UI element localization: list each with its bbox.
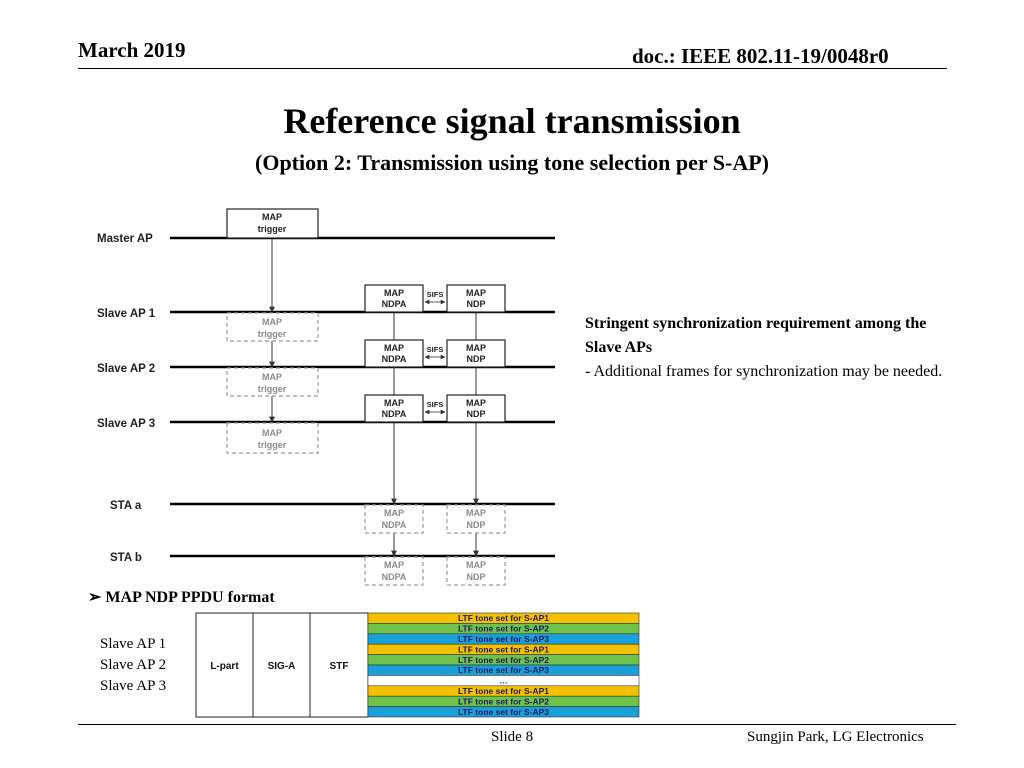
svg-text:MAP: MAP [384,398,404,408]
ppdu-format-title: MAP NDP PPDU format [105,589,275,606]
map-trigger-received-2: MAP trigger [226,367,319,397]
svg-text:MAP: MAP [384,288,404,298]
sync-note-heading: Stringent synchronization requirement am… [585,315,927,356]
ltf-row-label: … [499,676,508,686]
svg-text:MAP: MAP [466,343,486,353]
svg-text:NDPA: NDPA [382,572,407,582]
ltf-row-label: LTF tone set for S-AP2 [458,696,549,706]
svg-text:trigger: trigger [258,329,287,339]
row-label: STA b [110,552,142,564]
arrow-bullet-icon: ➢ [88,589,106,606]
ltf-row-label: LTF tone set for S-AP3 [458,707,549,717]
ppdu-fields-box [195,612,369,718]
header-date: March 2019 [78,38,186,62]
ppdu-slave-list: Slave AP 1 Slave AP 2 Slave AP 3 [100,634,166,697]
map-trigger-frame: MAP trigger [226,208,319,239]
svg-text:trigger: trigger [258,224,287,234]
svg-text:MAP: MAP [384,560,404,570]
header-divider [78,68,947,69]
ppdu-format: L-part SIG-A STF LTF tone set for S-AP1L… [195,612,640,718]
svg-text:MAP: MAP [466,288,486,298]
slave-ap-label: Slave AP 3 [100,678,167,694]
svg-text:MAP: MAP [262,372,282,382]
ltf-row-label: LTF tone set for S-AP1 [458,644,549,654]
map-ndpa-frame-3: MAP NDPA [364,394,424,423]
sync-note: Stringent synchronization requirement am… [585,312,955,384]
ltf-row-label: LTF tone set for S-AP3 [458,665,549,675]
row-label: Master AP [97,233,153,245]
row-sta-a: STA a [110,500,555,512]
row-sta-b: STA b [110,552,555,564]
row-label: Slave AP 3 [97,418,155,430]
svg-text:NDPA: NDPA [382,299,407,309]
slave-ap-label: Slave AP 1 [100,636,167,652]
map-trigger-received-1: MAP trigger [226,312,319,342]
svg-text:NDPA: NDPA [382,520,407,530]
map-ndpa-frame-2: MAP NDPA [364,339,424,368]
svg-text:MAP: MAP [384,508,404,518]
svg-text:NDP: NDP [466,409,485,419]
row-label: Slave AP 1 [97,308,156,320]
field-stf: STF [330,661,349,672]
svg-text:SIFS: SIFS [427,290,444,299]
svg-text:MAP: MAP [466,508,486,518]
header-doc-id: doc.: IEEE 802.11-19/0048r0 [632,44,889,68]
svg-text:NDP: NDP [466,354,485,364]
svg-text:MAP: MAP [262,317,282,327]
field-l-part: L-part [210,661,239,672]
svg-text:trigger: trigger [258,440,287,450]
map-ndp-frame-1: MAP NDP [446,284,506,313]
ltf-row [367,706,640,718]
sifs-gap-3: SIFS [424,400,446,415]
svg-text:MAP: MAP [384,343,404,353]
sifs-gap-1: SIFS [424,290,446,305]
svg-text:MAP: MAP [262,212,282,222]
slide-subtitle: (Option 2: Transmission using tone selec… [255,150,769,175]
footer-author: Sungjin Park, LG Electronics [747,729,924,745]
map-ndp-received-sta-b: MAP NDP [446,556,506,586]
slave-ap-label: Slave AP 2 [100,657,167,673]
svg-text:NDP: NDP [466,572,485,582]
map-ndpa-received-sta-b: MAP NDPA [364,556,424,586]
map-trigger-received-3: MAP trigger [226,422,319,454]
svg-text:trigger: trigger [258,384,287,394]
svg-text:SIFS: SIFS [427,345,444,354]
svg-text:MAP: MAP [466,560,486,570]
ppdu-format-heading: ➢ MAP NDP PPDU format [88,587,275,607]
ltf-row-label: LTF tone set for S-AP3 [458,634,549,644]
ltf-row-label: LTF tone set for S-AP2 [458,624,549,634]
ltf-row-label: LTF tone set for S-AP1 [458,686,549,696]
svg-text:NDPA: NDPA [382,409,407,419]
map-ndp-frame-2: MAP NDP [446,339,506,368]
row-label: STA a [110,500,142,512]
sifs-gap-2: SIFS [424,345,446,360]
ltf-row-label: LTF tone set for S-AP1 [458,613,549,623]
svg-text:MAP: MAP [262,428,282,438]
map-ndp-frame-3: MAP NDP [446,394,506,423]
row-label: Slave AP 2 [97,363,155,375]
svg-text:MAP: MAP [466,398,486,408]
map-ndpa-received-sta-a: MAP NDPA [364,504,424,534]
map-ndpa-frame-1: MAP NDPA [364,284,424,313]
footer-divider [78,724,956,725]
map-ndp-received-sta-a: MAP NDP [446,504,506,534]
svg-text:NDP: NDP [466,520,485,530]
row-master-ap: Master AP [97,233,555,245]
svg-text:SIFS: SIFS [427,400,444,409]
slide-title: Reference signal transmission [283,101,741,141]
svg-text:NDP: NDP [466,299,485,309]
field-sig-a: SIG-A [268,661,296,672]
ltf-row-label: LTF tone set for S-AP2 [458,655,549,665]
sync-note-text: - Additional frames for synchronization … [585,363,943,380]
slide-number: Slide 8 [491,729,534,745]
svg-text:NDPA: NDPA [382,354,407,364]
